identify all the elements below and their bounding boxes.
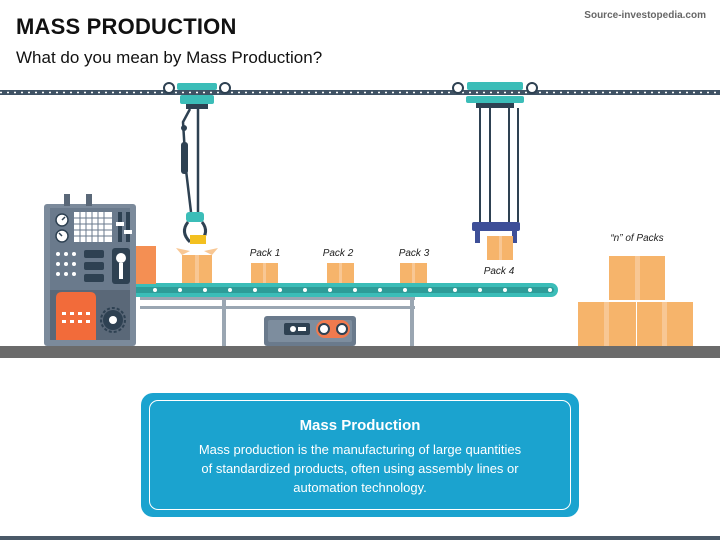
box-under-arm <box>176 248 218 283</box>
overhead-rail <box>0 90 720 95</box>
page-subtitle: What do you mean by Mass Production? <box>16 48 323 67</box>
source-credit: Source-investopedia.com <box>584 10 706 21</box>
conveyor-motor <box>264 316 356 346</box>
footer-bar <box>0 536 720 540</box>
pack-3-label: Pack 3 <box>399 248 430 259</box>
pack-4-label: Pack 4 <box>484 266 515 277</box>
page-title: MASS PRODUCTION <box>16 14 237 39</box>
assembly-line-illustration: Pack 1 Pack 2 Pack 3 Pack 4 “n” of Packs <box>0 82 720 358</box>
pack-3-box <box>400 263 427 283</box>
pack-2-label: Pack 2 <box>323 248 354 259</box>
n-packs-label: “n” of Packs <box>610 233 663 244</box>
definition-card: Mass Production Mass production is the m… <box>141 393 579 517</box>
definition-text: Mass production is the manufacturing of … <box>198 442 522 495</box>
definition-title: Mass Production <box>299 417 421 434</box>
production-machine <box>44 194 156 346</box>
pack-1-box <box>251 263 278 283</box>
stacked-packs <box>578 256 693 346</box>
floor <box>0 346 720 358</box>
robotic-arm-right <box>452 82 538 260</box>
pack-1-label: Pack 1 <box>250 248 281 259</box>
definition-card-border: Mass Production Mass production is the m… <box>149 400 571 510</box>
pack-2-box <box>327 263 354 283</box>
robotic-arm-left <box>163 82 231 244</box>
conveyor-belt <box>122 283 558 347</box>
